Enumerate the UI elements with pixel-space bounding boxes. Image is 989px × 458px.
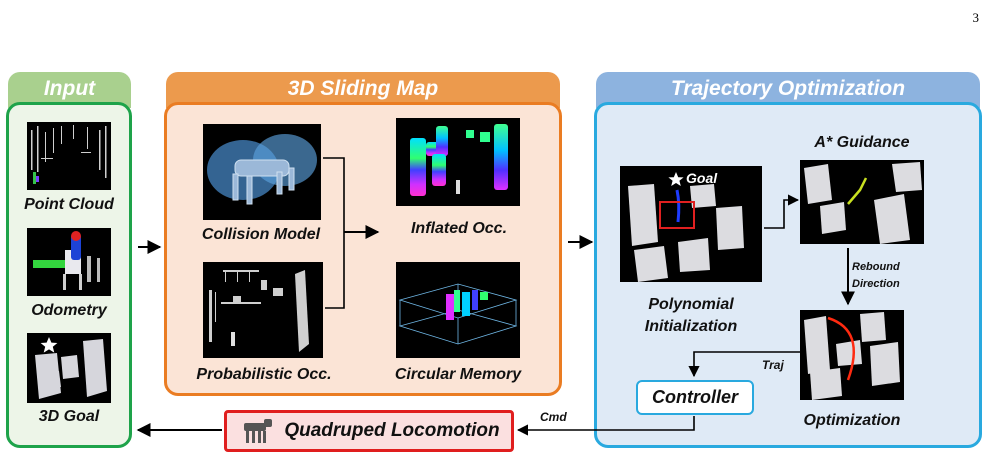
input-title: Input	[43, 77, 96, 100]
probabilistic-occ-graphic	[203, 262, 323, 358]
collision-model-graphic	[203, 124, 321, 220]
goal-star-icon	[668, 172, 684, 186]
inflated-occ-label: Inflated Occ.	[410, 220, 508, 237]
rebound-label-line1: Rebound	[852, 261, 900, 273]
star-icon	[40, 337, 58, 353]
traj-arrow-label: Traj	[762, 358, 784, 372]
point-cloud-graphic	[27, 122, 111, 190]
goal-graphic	[27, 333, 111, 403]
astar-guidance-graphic	[800, 160, 924, 244]
goal-image	[27, 333, 111, 403]
astar-guidance-image	[800, 160, 924, 244]
point-cloud-label: Point Cloud	[24, 196, 114, 213]
circular-memory-image	[396, 262, 520, 358]
odometry-image	[27, 228, 111, 296]
inflated-occ-image	[396, 118, 520, 206]
probabilistic-occ-image	[203, 262, 323, 358]
circular-memory-label: Circular Memory	[394, 366, 522, 383]
page-number: 3	[972, 10, 980, 25]
polynomial-init-graphic	[620, 166, 762, 282]
optimization-label: Optimization	[803, 412, 901, 429]
probabilistic-occ-label: Probabilistic Occ.	[196, 366, 332, 383]
quadruped-locomotion-label: Quadruped Locomotion	[284, 420, 500, 441]
odometry-label: Odometry	[31, 302, 107, 319]
optimization-graphic	[800, 310, 904, 400]
polynomial-init-image	[620, 166, 762, 282]
cmd-arrow-label: Cmd	[540, 410, 567, 424]
goal-label: Goal	[686, 170, 718, 186]
robot-dog-icon	[244, 419, 273, 443]
3d-goal-label: 3D Goal	[38, 408, 100, 425]
circular-memory-graphic	[396, 262, 520, 358]
polynomial-label-line2: Initialization	[644, 318, 738, 335]
map-title: 3D Sliding Map	[287, 77, 439, 100]
collision-model-label: Collision Model	[201, 226, 321, 243]
collision-model-image	[203, 124, 321, 220]
optimization-image	[800, 310, 904, 400]
controller-label: Controller	[651, 387, 738, 407]
point-cloud-image	[27, 122, 111, 190]
astar-guidance-label: A* Guidance	[814, 134, 910, 151]
rebound-label-line2: Direction	[852, 278, 900, 290]
quadruped-locomotion-box: Quadruped Locomotion	[224, 410, 514, 452]
controller-box: Controller	[636, 380, 754, 415]
odometry-graphic	[27, 228, 111, 296]
polynomial-label-line1: Polynomial	[648, 296, 734, 313]
traj-title: Trajectory Optimization	[670, 77, 906, 100]
inflated-occ-graphic	[396, 118, 520, 206]
